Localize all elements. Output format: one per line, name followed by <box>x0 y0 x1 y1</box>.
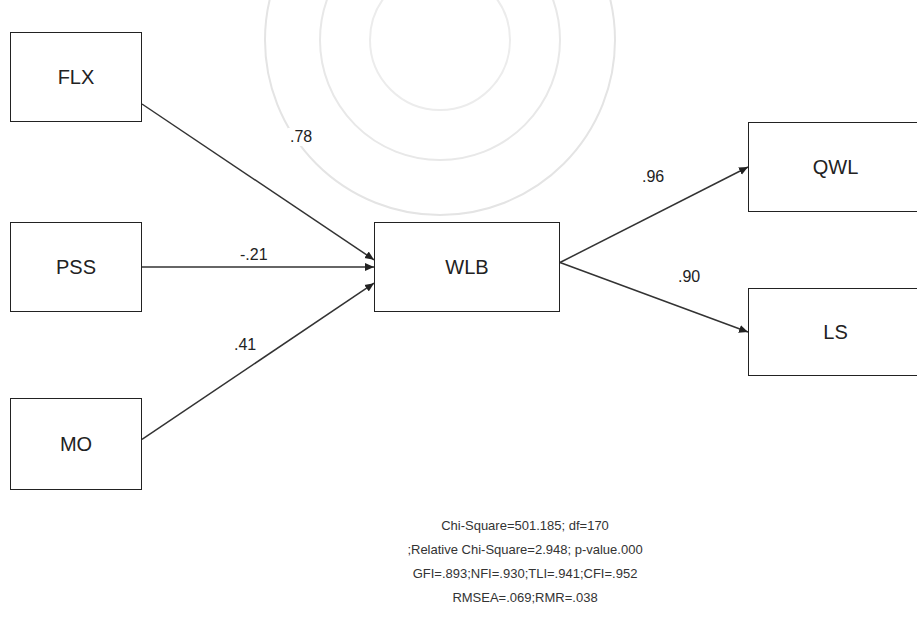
variable-box: LS <box>748 288 917 376</box>
variable-name: MO <box>60 433 92 456</box>
variable-box: MO <box>10 398 142 490</box>
variable-name: PSS <box>56 256 96 279</box>
path-coefficient: .41 <box>232 336 258 354</box>
path-coefficient: .96 <box>640 168 666 186</box>
path-coefficient: .78 <box>288 128 314 146</box>
variable-name: QWL <box>813 156 859 179</box>
fit-statistic: Chi-Square=501.185; df=170 <box>0 518 917 533</box>
path-coefficient: .90 <box>676 268 702 286</box>
path-arrow <box>142 104 374 260</box>
fit-statistic: GFI=.893;NFI=.930;TLI=.941;CFI=.952 <box>0 566 917 581</box>
variable-box: PSS <box>10 222 142 312</box>
fit-statistic: ;Relative Chi-Square=2.948; p-value.000 <box>0 542 917 557</box>
path-arrow <box>560 263 748 333</box>
variable-name: FLX <box>58 66 95 89</box>
path-arrow <box>142 266 374 268</box>
variable-name: WLB <box>445 256 488 279</box>
path-arrow <box>142 283 374 439</box>
path-arrow <box>560 167 748 263</box>
path-coefficient: -.21 <box>238 246 270 264</box>
variable-box: WLB <box>374 222 560 312</box>
variable-box: FLX <box>10 32 142 122</box>
variable-name: LS <box>823 321 847 344</box>
variable-box: QWL <box>748 122 917 212</box>
fit-statistic: RMSEA=.069;RMR=.038 <box>0 590 917 605</box>
